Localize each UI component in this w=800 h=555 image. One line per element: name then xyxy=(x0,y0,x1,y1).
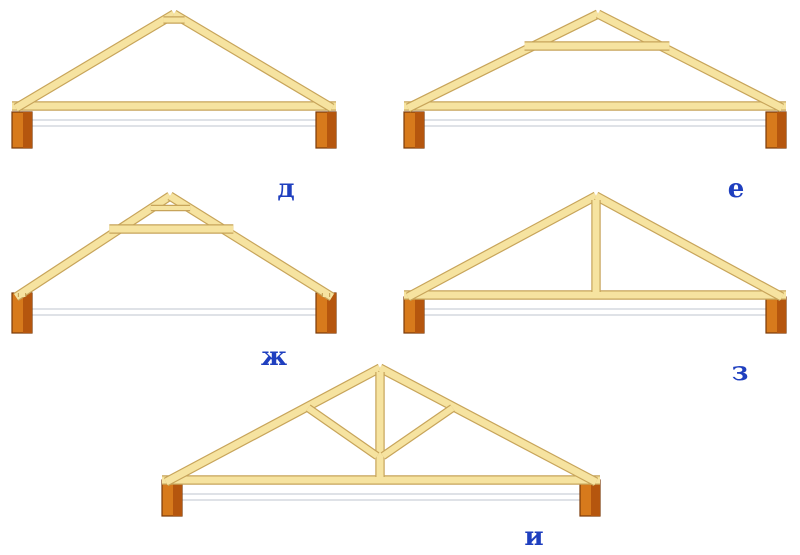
wall-right xyxy=(579,479,601,517)
wall-left xyxy=(403,296,425,334)
wall-right xyxy=(765,296,787,334)
strut-left xyxy=(305,404,380,460)
wall-right xyxy=(315,292,337,334)
wall-left xyxy=(161,479,183,517)
strut-right xyxy=(380,404,455,460)
truss-e: е xyxy=(403,9,787,204)
rafter-left xyxy=(13,9,177,113)
truss-label-zh: ж xyxy=(261,342,287,372)
truss-label-e: е xyxy=(728,174,745,204)
truss-label-d: д xyxy=(277,174,294,204)
wall-left xyxy=(403,111,425,149)
truss-label-i: и xyxy=(524,522,543,552)
rafter-right xyxy=(167,192,335,301)
rafter-left xyxy=(405,191,599,302)
rafter-right xyxy=(595,9,785,113)
truss-z: з xyxy=(403,191,787,387)
rafter-left xyxy=(13,192,173,301)
wall-right xyxy=(765,111,787,149)
truss-d: д xyxy=(11,9,337,204)
rafter-left xyxy=(405,9,601,113)
truss-label-z: з xyxy=(732,357,749,387)
wall-left xyxy=(11,111,33,149)
rafter-right xyxy=(377,363,599,487)
rafter-right xyxy=(171,9,335,113)
truss-i: и xyxy=(161,363,601,552)
truss-zh: ж xyxy=(11,192,337,372)
wall-left xyxy=(11,292,33,334)
rafter-left xyxy=(163,363,383,487)
rafter-right xyxy=(593,191,785,302)
wall-right xyxy=(315,111,337,149)
